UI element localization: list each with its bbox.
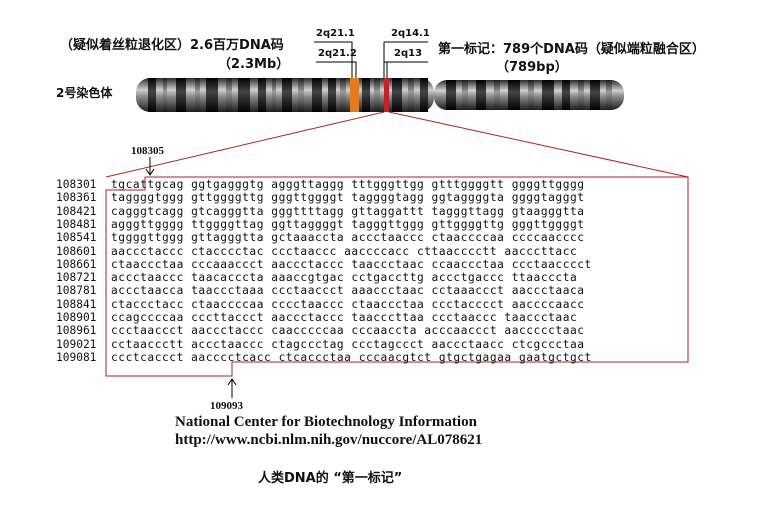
sequence-row: tggggttggg gttagggtta gctaaaccta accctaa… <box>111 231 585 245</box>
source-org: National Center for Biotechnology Inform… <box>175 414 477 430</box>
chromosome-label: 2号染色体 <box>56 86 113 100</box>
sequence-row-number: 108421 <box>56 204 97 218</box>
left-caption-line1: （疑似着丝粒退化区）2.6百万DNA码 <box>60 38 284 53</box>
sequence-row: agggttgggg ttggggttag ggttaggggt tagggtt… <box>111 217 585 231</box>
sequence-row-number: 108301 <box>56 178 97 191</box>
sequence-row: accctaacca taaccctaaa ccctaaccct aaaccct… <box>111 284 585 298</box>
zoom-lines <box>105 111 689 178</box>
band-leader-lines <box>314 41 428 78</box>
sequence-row-number: 108961 <box>56 324 97 338</box>
sequence-row-number: 108541 <box>56 231 97 245</box>
sequence-row-number: 108361 <box>56 191 97 205</box>
sequence-row: tgcattgcag ggtgagggtg agggttaggg tttgggt… <box>111 178 585 191</box>
sequence-row-number: 108841 <box>56 297 97 311</box>
left-caption-line2: （2.3Mb） <box>218 57 290 72</box>
sequence-row: aaccctaccc ctacccctac ccctaaccc aaccccac… <box>111 244 578 258</box>
sequence-row: ccctcaccct aacccctcacc ctcaccctaa cccaac… <box>111 350 592 364</box>
sequence-row-number: 108901 <box>56 311 97 324</box>
orange-region-marker <box>350 78 359 112</box>
sequence-row: ccctaaccct aaccctaccc caacccccaa cccaacc… <box>111 324 585 338</box>
sequence-row: ctaccctacc ctaaccccaa cccctaaccc ctaaccc… <box>111 297 585 311</box>
sequence-row: cctaaccctt accctaaccc ctagccctag ccctagc… <box>111 337 585 351</box>
bottom-caption: 人类DNA的 “第一标记” <box>258 471 403 486</box>
start-position-label: 108305 <box>131 145 164 157</box>
source-url[interactable]: http://www.ncbi.nlm.nih.gov/nuccore/AL07… <box>175 432 483 448</box>
band-label-2q13: 2q13 <box>394 48 423 59</box>
red-region-marker <box>384 78 389 112</box>
sequence-row-number: 108781 <box>56 284 97 298</box>
sequence-outline <box>105 176 689 377</box>
sequence-row: ctaaccctaa cccaaaccct aaccctaccc taaccct… <box>111 257 592 271</box>
sequence-row: accctaaccc taacacccta aaaccgtgac cctgacc… <box>111 271 578 285</box>
sequence-row-number: 108481 <box>56 217 97 231</box>
sequence-row-number: 108601 <box>56 244 97 258</box>
sequence-row-number: 109021 <box>56 337 97 351</box>
right-caption-line1: 第一标记：789个DNA码（疑似端粒融合区） <box>438 42 705 57</box>
band-label-2q21-2: 2q21.2 <box>318 48 357 59</box>
band-label-2q21-1: 2q21.1 <box>316 28 355 39</box>
sequence-row: taggggtggg gttggggttg gggttggggt taggggt… <box>111 191 585 205</box>
sequence-row: ccagccccaa cccttaccct aaccctaccc taaccct… <box>111 311 578 324</box>
sequence-row: cagggtcagg gtcagggtta gggttttagg gttagga… <box>111 204 585 218</box>
right-caption-line2: （789bp） <box>496 60 568 75</box>
band-label-2q14-1: 2q14.1 <box>391 28 430 39</box>
sequence-row-number: 108661 <box>56 257 97 271</box>
chromosome-ideogram <box>136 78 624 112</box>
sequence-row-number: 109081 <box>56 350 97 364</box>
position-arrows <box>145 157 237 398</box>
sequence-row-number: 108721 <box>56 271 97 285</box>
end-position-label: 109093 <box>210 400 243 412</box>
